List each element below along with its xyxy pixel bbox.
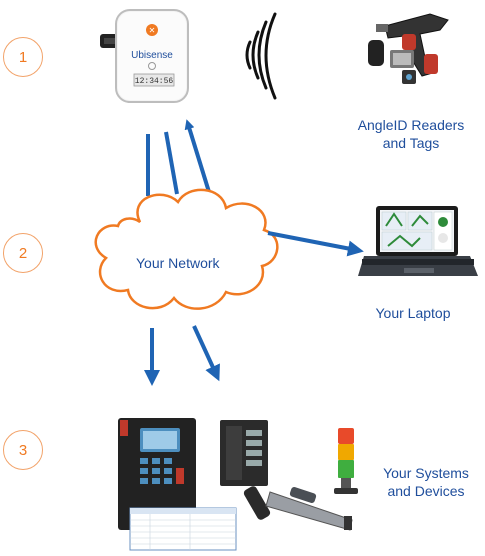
svg-text:✕: ✕	[149, 26, 156, 35]
angleid-tools-image	[368, 13, 449, 84]
reader-device: ✕ Ubisense 12:34:56	[100, 9, 189, 103]
systems-caption-line1: Your Systems	[383, 465, 469, 481]
reader-brand: Ubisense	[131, 50, 173, 61]
table-screenshot-image	[129, 507, 237, 551]
reader-time: 12:34:56	[135, 77, 174, 86]
nutrunner-image	[243, 486, 353, 531]
systems-caption: Your Systems and Devices	[370, 464, 482, 500]
readers-caption-line2: and Tags	[382, 135, 440, 151]
step-1-number: 1	[18, 48, 28, 66]
laptop-image	[358, 206, 478, 276]
arrow-down-2	[192, 325, 220, 382]
step-2-number: 2	[18, 244, 28, 262]
readers-caption-line1: AngleID Readers	[357, 117, 465, 133]
arrow-line-2	[164, 131, 179, 195]
network-label: Your Network	[136, 255, 220, 271]
stack-light-image	[334, 428, 358, 494]
network-cloud	[94, 188, 279, 310]
laptop-caption: Your Laptop	[375, 305, 451, 321]
signal-waves-icon	[245, 12, 277, 100]
industrial-pc-image	[220, 420, 268, 486]
step-3-circle: 3	[3, 430, 43, 470]
reader-network-arrows	[146, 119, 211, 196]
step-3-number: 3	[18, 441, 28, 459]
step-2-circle: 2	[3, 233, 43, 273]
controller-image	[118, 418, 196, 530]
step-1-circle: 1	[3, 37, 43, 77]
arrow-to-laptop	[267, 231, 364, 257]
readers-caption: AngleID Readers and Tags	[352, 116, 470, 152]
arrow-up	[184, 119, 211, 193]
systems-caption-line2: and Devices	[387, 483, 465, 499]
